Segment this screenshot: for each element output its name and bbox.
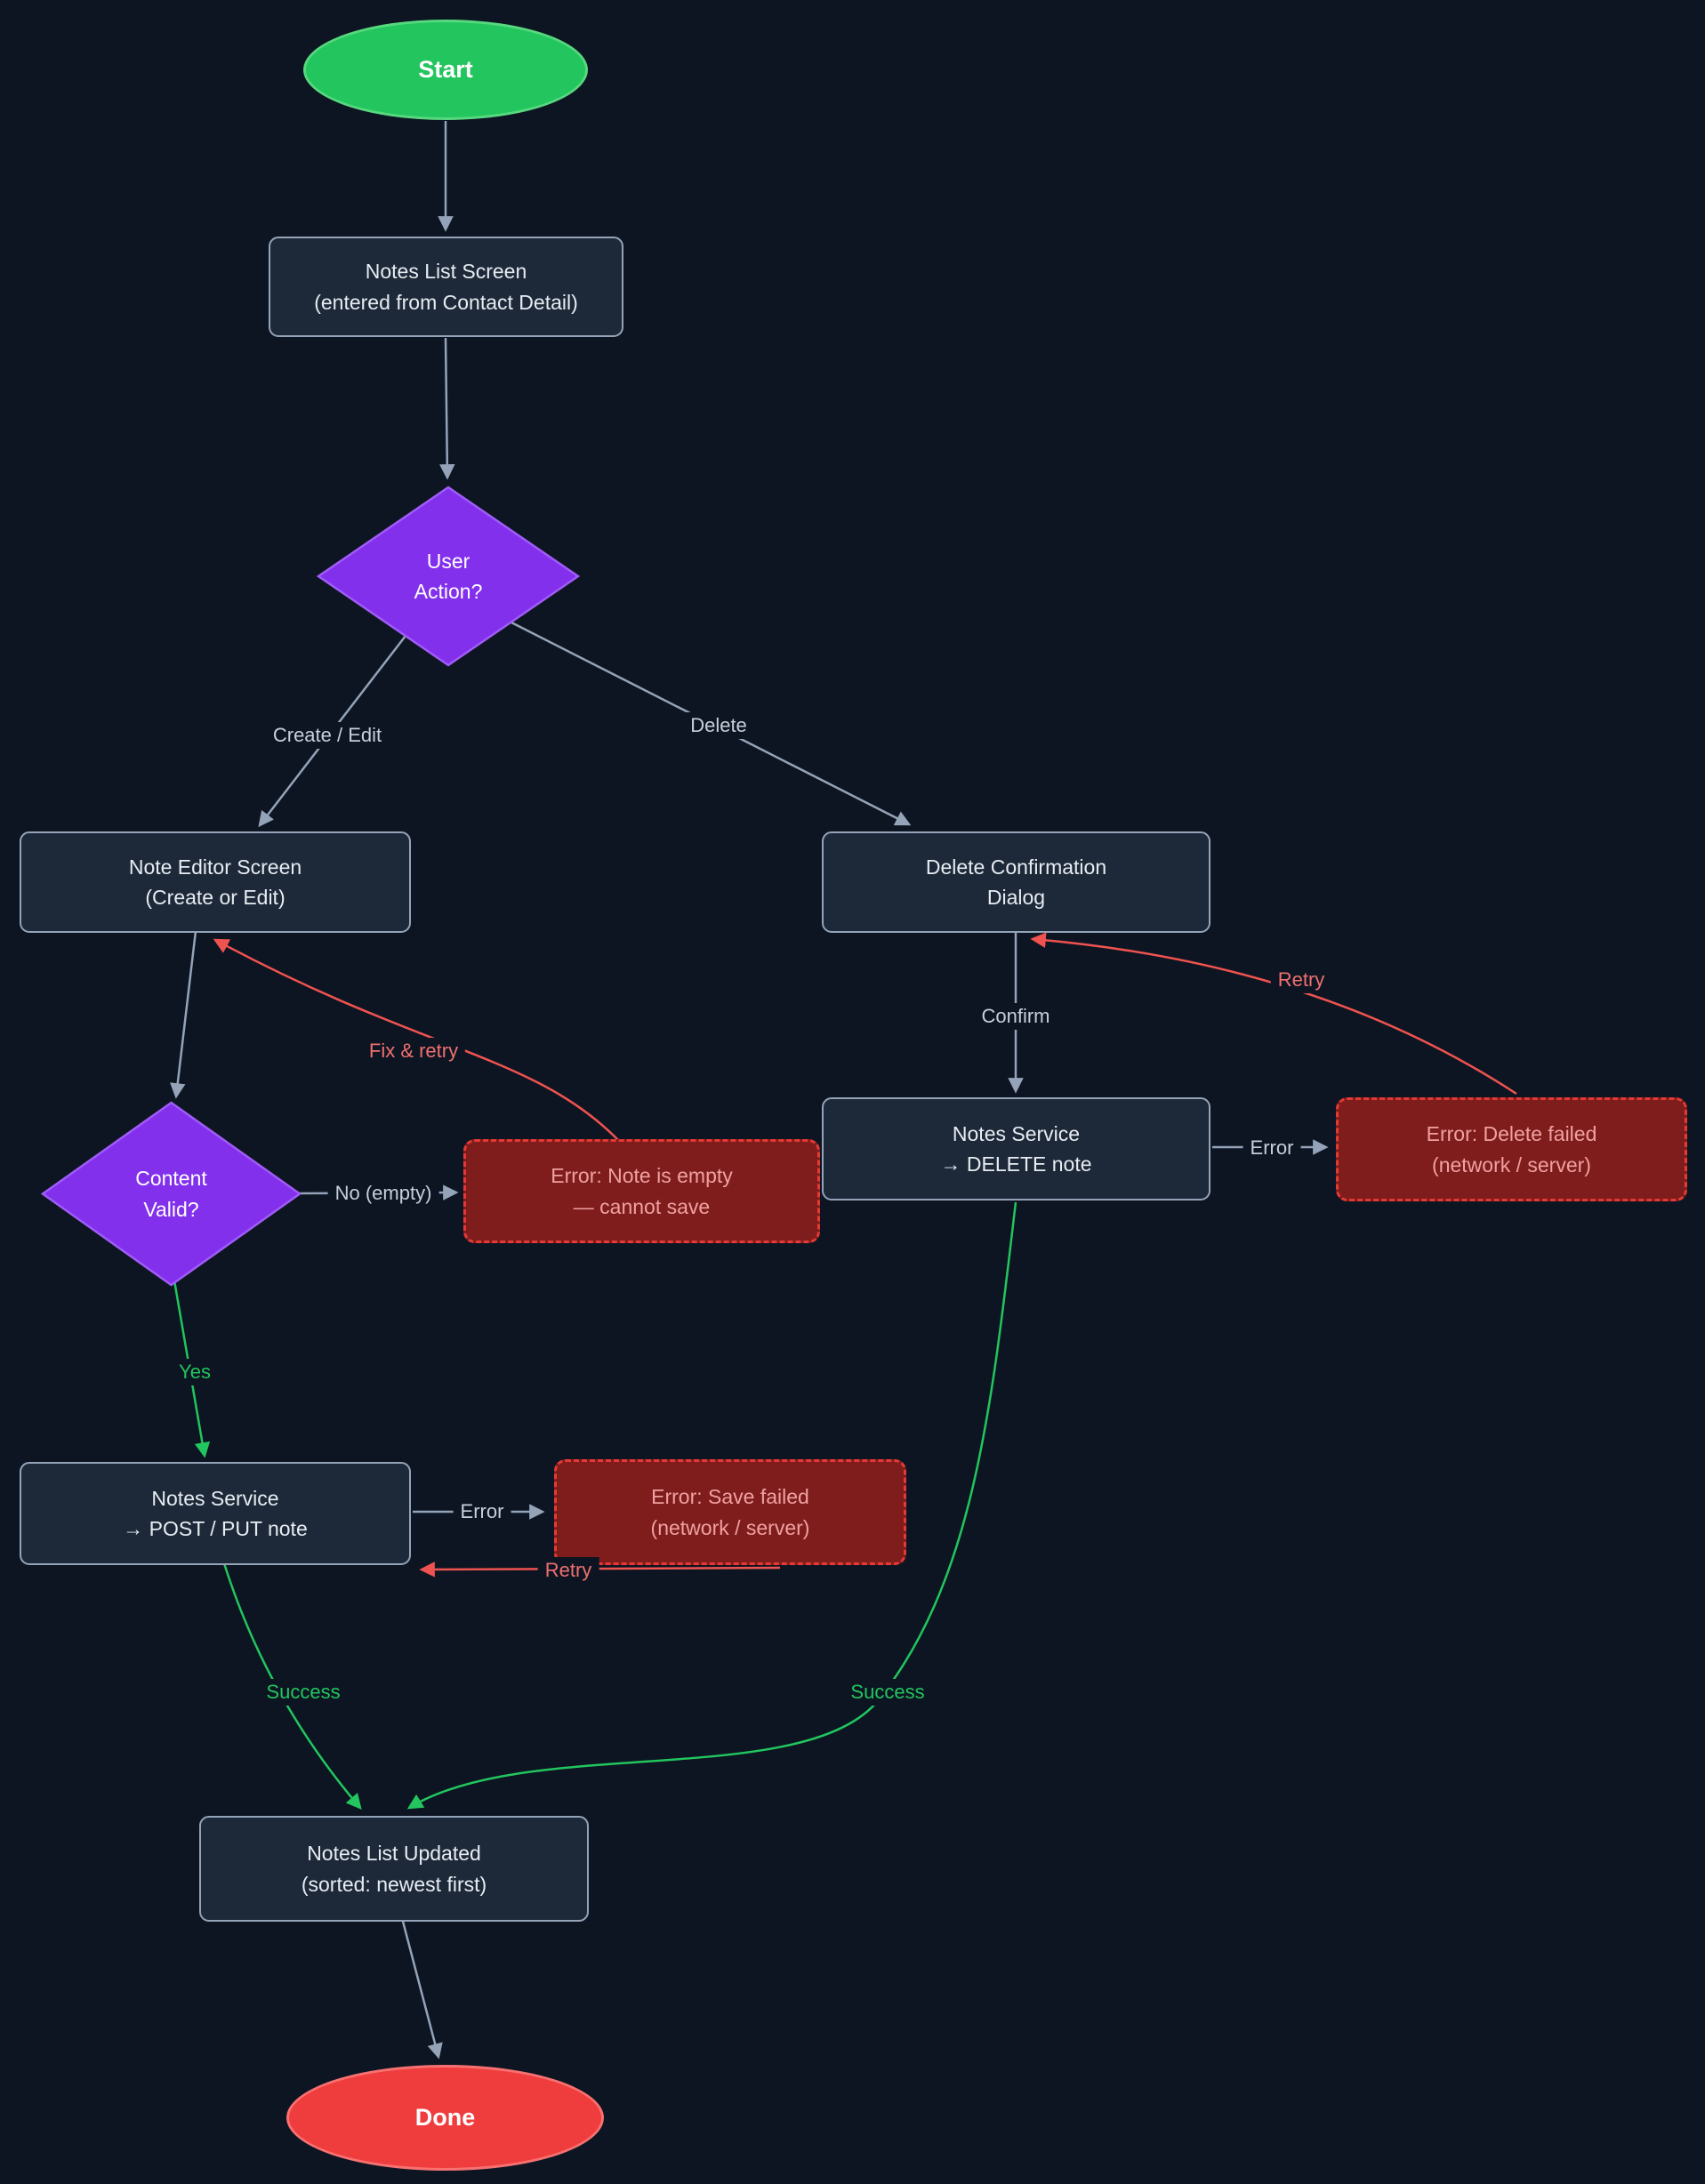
- edge-label-success-save: Success: [259, 1679, 348, 1706]
- node-notes-service-save: Notes Service → POST / PUT note: [20, 1462, 411, 1565]
- node-text-line: User: [426, 549, 470, 573]
- diamond-shape: [40, 1101, 302, 1287]
- node-notes-list-screen: Notes List Screen (entered from Contact …: [269, 237, 623, 337]
- edge-label-fix-retry: Fix & retry: [361, 1038, 466, 1064]
- edge-label-delete: Delete: [683, 712, 754, 739]
- node-text-line: Delete Confirmation: [925, 855, 1107, 879]
- node-text-line: Notes Service: [151, 1486, 279, 1510]
- edge-notes-list-to-user-action: [439, 337, 455, 480]
- node-text-line: — cannot save: [573, 1194, 711, 1218]
- node-text-line: (Create or Edit): [145, 886, 286, 909]
- node-text-line: Error: Save failed: [651, 1485, 809, 1508]
- node-notes-list-updated: Notes List Updated (sorted: newest first…: [199, 1816, 589, 1922]
- node-text-line: (entered from Contact Detail): [314, 290, 578, 314]
- node-text-line: Content: [135, 1167, 207, 1190]
- node-error-save-failed: Error: Save failed (network / server): [554, 1459, 906, 1565]
- edge-error-delete-retry-to-delete-confirm: [1030, 932, 1517, 1096]
- node-text-line: Dialog: [986, 886, 1046, 909]
- node-text-line: (sorted: newest first): [301, 1872, 487, 1896]
- node-delete-confirmation-dialog: Delete Confirmation Dialog: [822, 831, 1210, 933]
- edge-label-success-delete: Success: [843, 1679, 932, 1706]
- edge-label-retry-save: Retry: [537, 1557, 599, 1584]
- node-notes-service-delete: Notes Service → DELETE note: [822, 1097, 1210, 1200]
- edge-label-yes: Yes: [172, 1359, 218, 1385]
- edge-label-create-edit: Create / Edit: [265, 722, 390, 749]
- node-text-line: Valid?: [143, 1197, 199, 1221]
- node-text-line: Action?: [414, 580, 483, 603]
- node-text-line: (network / server): [650, 1515, 810, 1539]
- edge-notes-updated-to-done: [400, 1917, 443, 2060]
- node-text-line: → POST / PUT note: [123, 1517, 308, 1540]
- node-text-line: Note Editor Screen: [128, 855, 302, 879]
- node-error-delete-failed: Error: Delete failed (network / server): [1336, 1097, 1687, 1201]
- edge-label-error-delete: Error: [1243, 1135, 1301, 1161]
- edge-error-save-retry-to-notes-service-save: [419, 1562, 781, 1578]
- node-text-line: → DELETE note: [940, 1152, 1092, 1176]
- node-text-line: Notes List Screen: [365, 260, 527, 283]
- node-text-line: Notes Service: [952, 1121, 1081, 1145]
- edge-note-editor-to-content-valid: [170, 930, 197, 1099]
- edge-label-confirm: Confirm: [974, 1003, 1058, 1030]
- node-error-note-empty: Error: Note is empty — cannot save: [463, 1139, 820, 1243]
- node-user-action-decision: User Action?: [315, 485, 582, 668]
- edge-label-retry-delete: Retry: [1270, 967, 1332, 993]
- diamond-shape: [316, 486, 581, 667]
- edge-label-error-save: Error: [453, 1498, 511, 1525]
- node-done-label: Done: [414, 2104, 476, 2132]
- node-start: Start: [303, 20, 588, 120]
- node-content-valid-decision: Content Valid?: [39, 1100, 303, 1288]
- edge-label-no-empty: No (empty): [327, 1180, 439, 1207]
- node-text-line: Notes List Updated: [307, 1842, 481, 1865]
- node-done: Done: [286, 2065, 604, 2171]
- node-text-line: Error: Delete failed: [1426, 1122, 1597, 1145]
- node-text-line: Error: Note is empty: [551, 1164, 733, 1187]
- node-text-line: (network / server): [1432, 1152, 1591, 1176]
- node-start-label: Start: [418, 56, 473, 84]
- node-note-editor-screen: Note Editor Screen (Create or Edit): [20, 831, 411, 933]
